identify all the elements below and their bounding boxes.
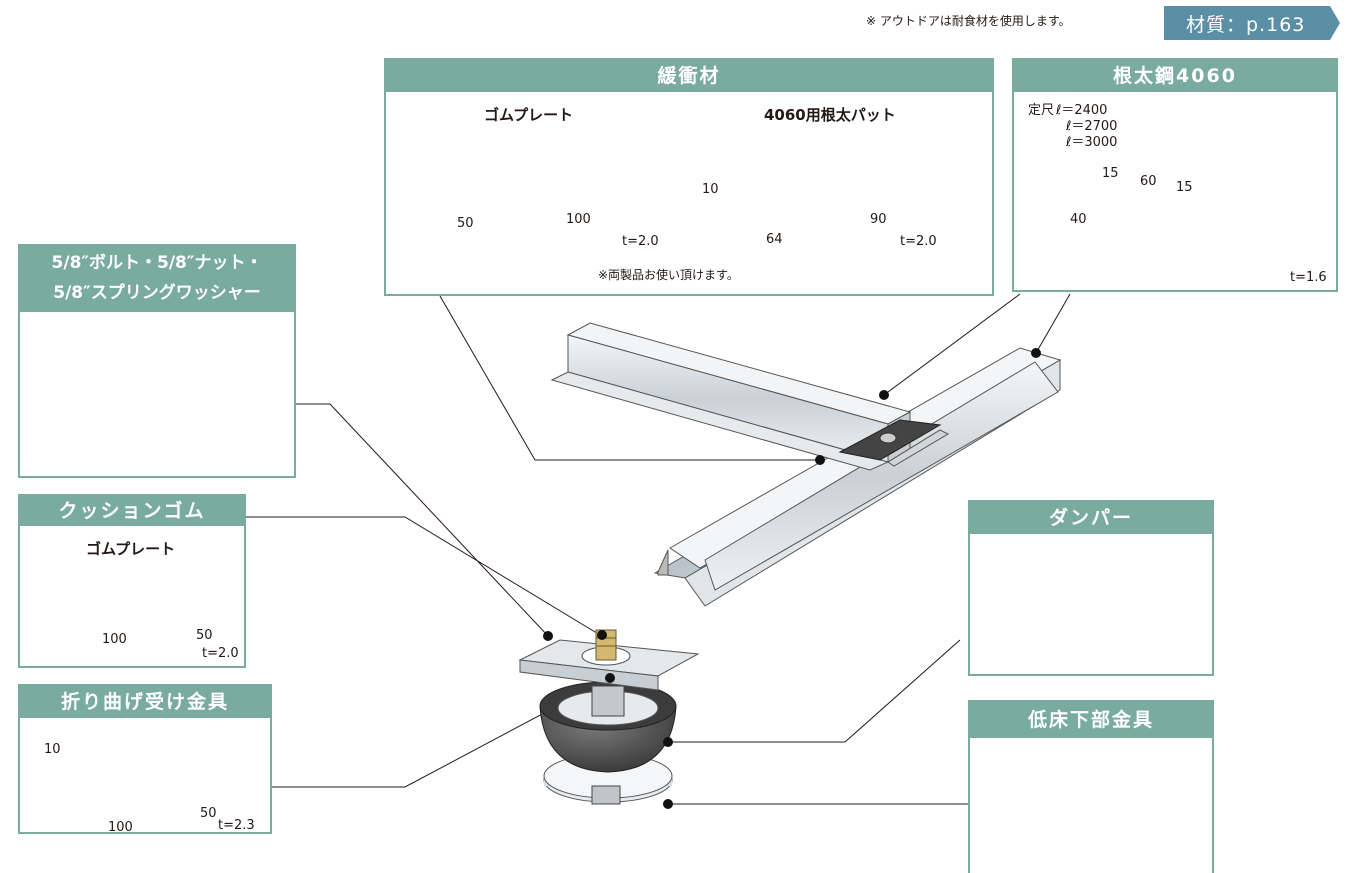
rubber-plate-length: 100 (566, 212, 591, 227)
joist-steel-title: 根太鋼4060 (1014, 60, 1336, 92)
leader-lines (246, 293, 1071, 805)
joist-steel-length-label: 定尺 (1028, 103, 1055, 118)
rubber-plate-name: ゴムプレート (484, 106, 574, 124)
joist-pad-name: 4060用根太パット (764, 106, 896, 124)
bent-bracket-width: 50 (200, 806, 217, 821)
bent-bracket-height: 10 (44, 742, 61, 757)
joist-steel-dim-b: 60 (1140, 174, 1157, 189)
cushion-rubber-panel: クッションゴム (18, 494, 246, 668)
bent-bracket-thickness: t=2.3 (218, 818, 255, 833)
base-fitting-panel: 低床下部金具 (968, 700, 1214, 873)
base-fitting-title: 低床下部金具 (970, 702, 1212, 738)
pedestal-assembly (518, 629, 700, 805)
joist-pad-width: 64 (766, 232, 783, 247)
joist-steel-panel: 根太鋼4060 (1012, 58, 1338, 292)
bent-bracket-length: 100 (108, 820, 133, 835)
bolt-set-title-line2: 5/8″スプリングワッシャー (53, 283, 261, 303)
cushion-material-title: 緩衝材 (386, 60, 992, 92)
cushion-rubber-width: 50 (196, 628, 213, 643)
joist-steel-length-2: ℓ＝2700 (1066, 119, 1118, 134)
rubber-plate-thickness: t=2.0 (622, 234, 659, 249)
outdoor-note: ※ アウトドアは耐食材を使用します。 (866, 14, 1071, 28)
joist-steel-dim-a: 15 (1102, 166, 1119, 181)
cushion-rubber-name: ゴムプレート (86, 540, 176, 558)
cushion-rubber-title: クッションゴム (20, 496, 244, 526)
joist-pad-thickness: t=2.0 (900, 234, 937, 249)
damper-panel: ダンパー (968, 500, 1214, 676)
joist-steel-length-3: ℓ＝3000 (1066, 135, 1118, 150)
material-ref-link[interactable]: 材質：p.163 (1164, 6, 1340, 40)
bolt-set-title: 5/8″ボルト・5/8″ナット・ 5/8″スプリングワッシャー (20, 246, 294, 312)
bent-bracket-title: 折り曲げ受け金具 (20, 686, 270, 718)
main-joist-assembly (550, 322, 1062, 607)
joist-steel-dim-c: 15 (1176, 180, 1193, 195)
cushion-rubber-length: 100 (102, 632, 127, 647)
cushion-material-footnote: ※両製品お使い頂けます。 (598, 268, 739, 282)
material-ref-label: 材質：p.163 (1186, 14, 1306, 36)
damper-title: ダンパー (970, 502, 1212, 534)
leader-dots (543, 348, 1041, 809)
cushion-rubber-thickness: t=2.0 (202, 646, 239, 661)
joist-pad-height: 10 (702, 182, 719, 197)
bent-bracket-panel: 折り曲げ受け金具 (18, 684, 272, 834)
joist-pad-length: 90 (870, 212, 887, 227)
rubber-plate-width: 50 (457, 216, 474, 231)
bolt-set-title-line1: 5/8″ボルト・5/8″ナット・ (51, 253, 263, 273)
joist-steel-dim-h: 40 (1070, 212, 1087, 227)
ref-tab-bg (1164, 6, 1340, 40)
joist-steel-length-1: ℓ＝2400 (1056, 103, 1108, 118)
joist-steel-thickness: t=1.6 (1290, 270, 1327, 285)
bolt-set-panel: 5/8″ボルト・5/8″ナット・ 5/8″スプリングワッシャー (18, 244, 296, 478)
cushion-material-panel: 緩衝材 (384, 58, 994, 296)
